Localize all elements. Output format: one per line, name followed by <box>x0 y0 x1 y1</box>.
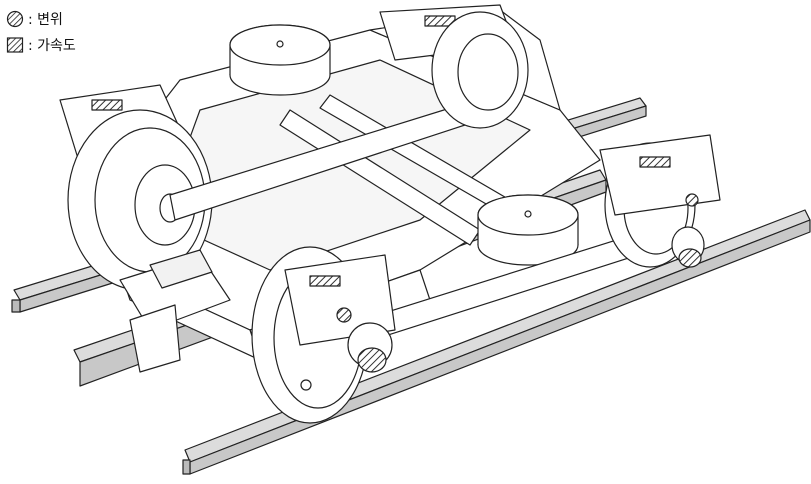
gear-box <box>119 249 231 373</box>
legend-label: : 변위 <box>28 12 63 28</box>
wheel-rear-left <box>67 109 213 291</box>
wheel-rear-right <box>431 11 529 129</box>
air-spring-rear <box>229 24 331 96</box>
legend: : 변위 : 가속도 <box>6 6 76 58</box>
legend-item-acceleration: : 가속도 <box>6 32 76 58</box>
displacement-sensor-marker <box>685 193 699 207</box>
circle-hatch-icon <box>6 10 24 28</box>
displacement-sensor-marker <box>336 307 352 323</box>
axle-box-front-left <box>284 254 396 373</box>
legend-item-displacement: : 변위 <box>6 6 76 32</box>
square-hatch-icon <box>6 37 24 53</box>
air-spring-front <box>477 194 579 266</box>
legend-label: : 가속도 <box>28 38 76 54</box>
